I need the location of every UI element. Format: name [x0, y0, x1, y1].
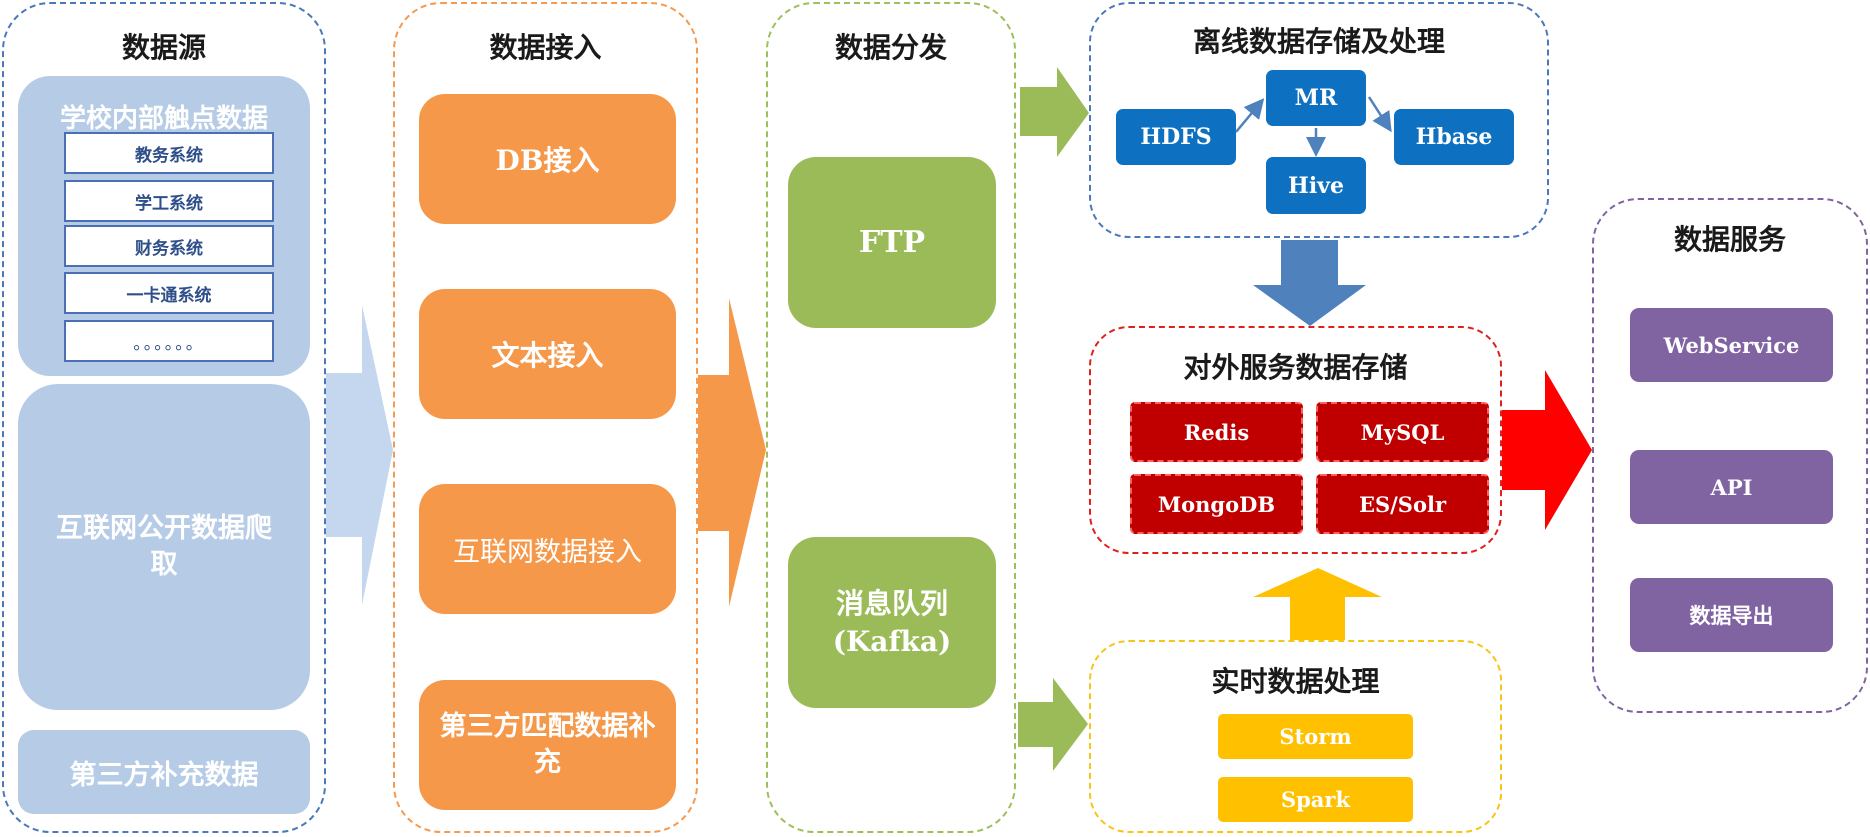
arrow-dist-to-realtime — [1018, 678, 1088, 771]
service-panel: 数据服务 WebService API 数据导出 — [1592, 198, 1868, 713]
service-webservice: WebService — [1630, 308, 1833, 382]
school-data-title: 学校内部触点数据 — [59, 104, 268, 134]
external-panel: 对外服务数据存储 Redis MySQL MongoDB ES/Solr — [1089, 326, 1502, 554]
offline-hbase: Hbase — [1394, 109, 1514, 165]
dist-title: 数据分发 — [834, 31, 947, 64]
external-es-solr: ES/Solr — [1316, 474, 1489, 534]
ingest-internet: 互联网数据接入 — [419, 484, 676, 614]
offline-hive: Hive — [1266, 157, 1366, 214]
school-item-student-affairs: 学工系统 — [64, 180, 274, 222]
service-api: API — [1630, 450, 1833, 524]
arrow-dist-to-offline — [1020, 67, 1089, 157]
internet-crawl-box: 互联网公开数据爬取 — [18, 384, 310, 710]
dist-message-queue: 消息队列(Kafka) — [788, 537, 996, 708]
source-title: 数据源 — [121, 31, 206, 64]
service-data-export: 数据导出 — [1630, 578, 1833, 652]
realtime-spark: Spark — [1218, 777, 1413, 822]
third-party-box: 第三方补充数据 — [18, 730, 310, 814]
arrow-source-to-ingest — [325, 305, 393, 605]
dist-ftp: FTP — [788, 157, 996, 328]
arrow-realtime-to-external — [1253, 568, 1382, 640]
offline-title: 离线数据存储及处理 — [1192, 25, 1445, 58]
realtime-panel: 实时数据处理 Storm Spark — [1089, 640, 1502, 833]
service-title: 数据服务 — [1673, 223, 1786, 256]
external-mongodb: MongoDB — [1130, 474, 1303, 534]
arrow-offline-to-external — [1253, 240, 1366, 326]
school-item-campus-card: 一卡通系统 — [64, 272, 274, 314]
realtime-title: 实时数据处理 — [1211, 665, 1380, 698]
external-mysql: MySQL — [1316, 402, 1489, 462]
external-title: 对外服务数据存储 — [1183, 351, 1408, 384]
realtime-storm: Storm — [1218, 714, 1413, 759]
arrow-hdfs-to-mr — [1235, 98, 1265, 133]
offline-panel: 离线数据存储及处理 HDFS MR Hive Hbase — [1089, 2, 1549, 238]
internet-crawl-label: 互联网公开数据爬取 — [56, 513, 272, 580]
school-item-finance: 财务系统 — [64, 225, 274, 267]
school-item-more: 。。。。。。 — [64, 320, 274, 362]
offline-flow-arrows — [1235, 96, 1392, 157]
arrow-external-to-service — [1502, 370, 1592, 530]
third-party-label: 第三方补充数据 — [69, 759, 259, 791]
offline-mr: MR — [1266, 70, 1366, 126]
ingest-db: DB接入 — [419, 94, 676, 224]
external-redis: Redis — [1130, 402, 1303, 462]
offline-hdfs: HDFS — [1116, 109, 1236, 165]
ingest-third-party: 第三方匹配数据补充 — [419, 680, 676, 810]
source-panel: 数据源 学校内部触点数据 教务系统 学工系统 财务系统 一卡通系统 。。。。。。… — [2, 2, 326, 833]
arrow-mr-to-hbase — [1367, 96, 1392, 133]
school-item-academic: 教务系统 — [64, 132, 274, 174]
ingest-text: 文本接入 — [419, 289, 676, 419]
dist-panel: 数据分发 FTP 消息队列(Kafka) — [766, 2, 1016, 833]
ingest-title: 数据接入 — [489, 31, 602, 64]
arrow-ingest-to-dist — [698, 298, 766, 607]
ingest-panel: 数据接入 DB接入 文本接入 互联网数据接入 第三方匹配数据补充 — [393, 2, 698, 833]
